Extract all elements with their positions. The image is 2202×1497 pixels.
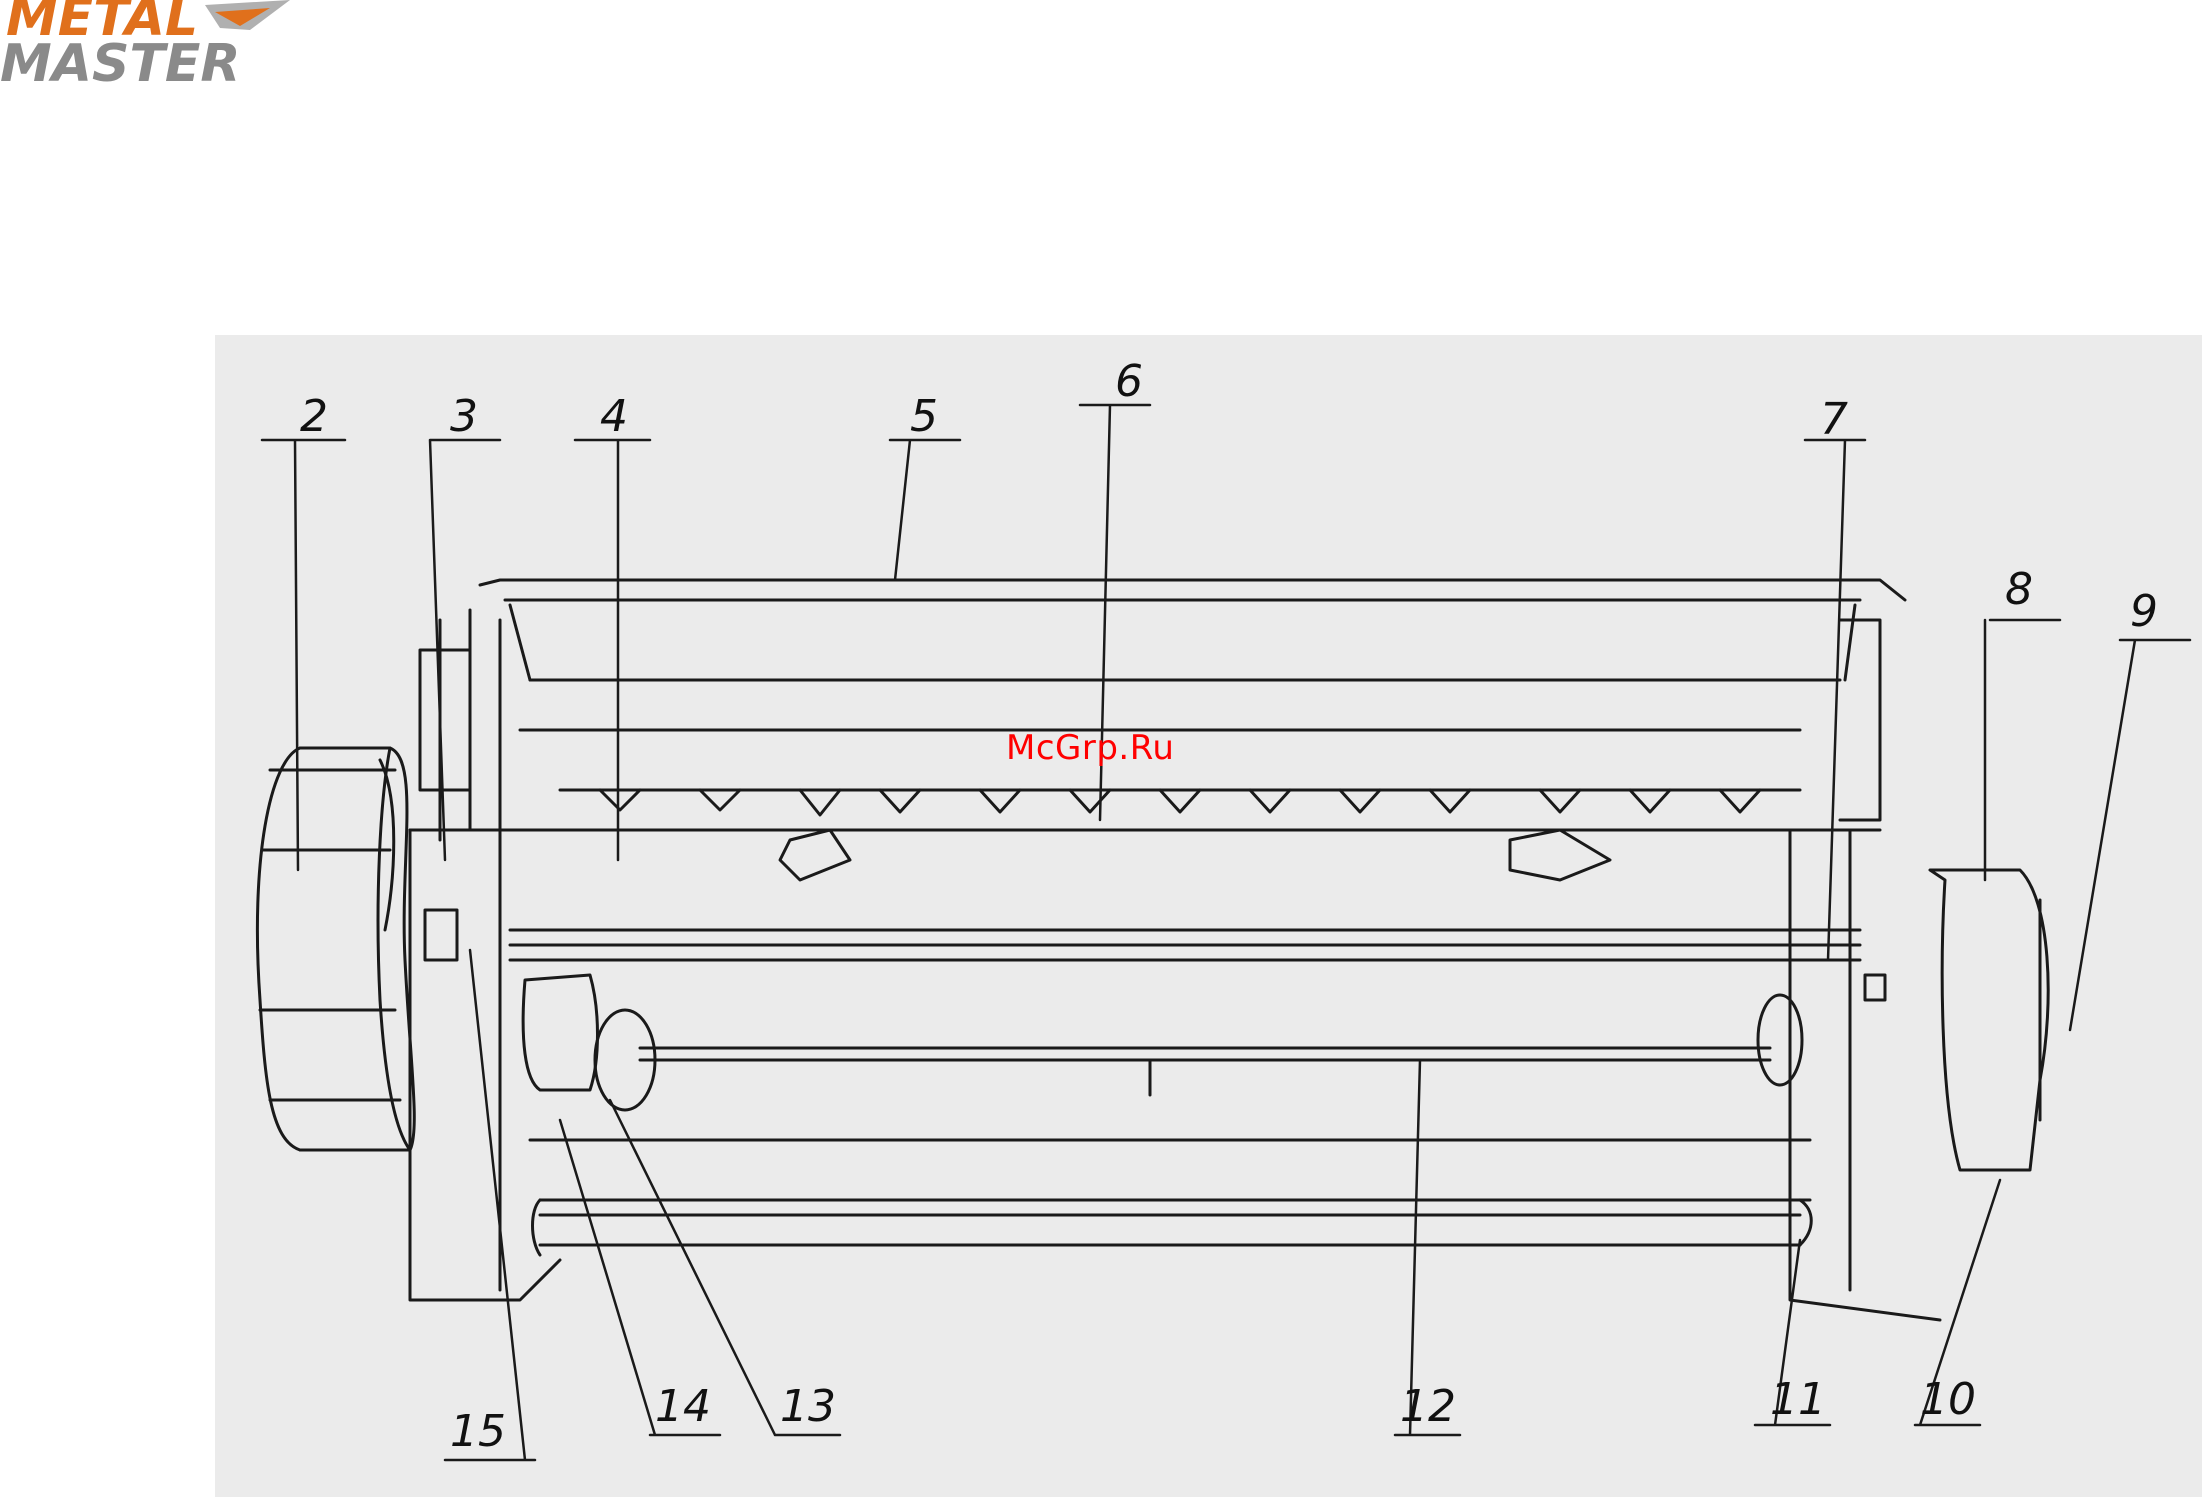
blade-teeth <box>600 790 1760 815</box>
flywheel-left <box>257 748 414 1150</box>
motor-right <box>1840 620 2048 1170</box>
callout-9: 9 <box>2130 590 2158 634</box>
callout-11: 11 <box>1770 1378 1826 1422</box>
callout-12: 12 <box>1400 1385 1456 1429</box>
callout-6: 6 <box>1115 360 1143 404</box>
callout-15: 15 <box>450 1410 506 1454</box>
callout-2: 2 <box>300 395 328 439</box>
leader-lines <box>262 405 2190 1460</box>
callout-7: 7 <box>1820 398 1848 442</box>
callout-3: 3 <box>450 395 478 439</box>
main-body <box>500 830 1940 1320</box>
drive-shaft <box>523 975 1802 1110</box>
callout-10: 10 <box>1920 1378 1976 1422</box>
callout-8: 8 <box>2005 568 2033 612</box>
callout-4: 4 <box>600 395 628 439</box>
callout-5: 5 <box>910 395 938 439</box>
watermark-text: McGrp.Ru <box>1006 728 1174 768</box>
left-side-frame <box>410 610 560 1300</box>
callout-13: 13 <box>780 1385 836 1429</box>
top-beam <box>480 580 1905 790</box>
callout-14: 14 <box>655 1385 711 1429</box>
